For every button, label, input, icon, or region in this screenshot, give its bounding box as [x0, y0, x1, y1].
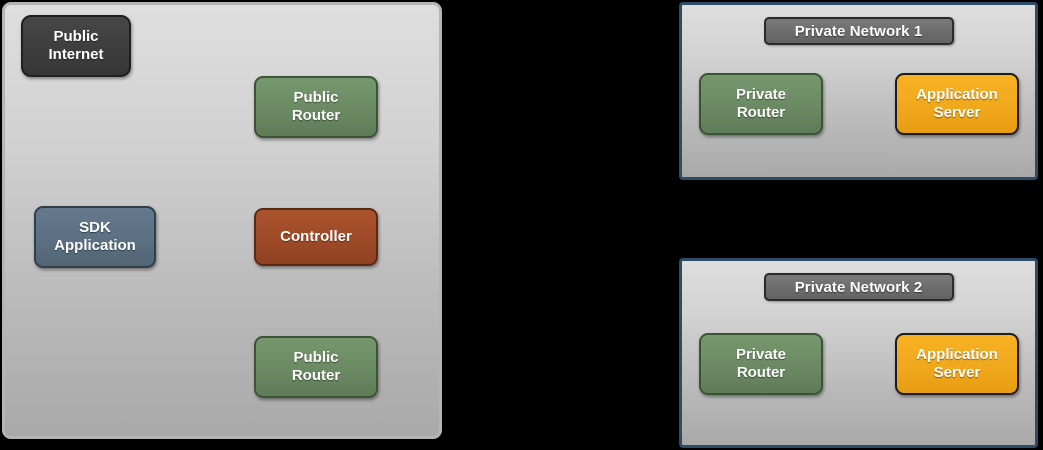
node-private-router-1[interactable]: Private Router — [699, 73, 823, 135]
node-sdk-application-label: SDK Application — [54, 218, 136, 254]
node-public-internet[interactable]: Public Internet — [21, 15, 131, 77]
node-application-server-2-label: Application Server — [916, 345, 998, 381]
node-application-server-2[interactable]: Application Server — [895, 333, 1019, 395]
node-private-router-1-label: Private Router — [735, 85, 787, 121]
node-private-router-2[interactable]: Private Router — [699, 333, 823, 395]
node-application-server-1-label: Application Server — [916, 85, 998, 121]
node-public-router-bottom[interactable]: Public Router — [254, 336, 378, 398]
node-public-router-top[interactable]: Public Router — [254, 76, 378, 138]
node-controller[interactable]: Controller — [254, 208, 378, 266]
private-network-2-title: Private Network 2 — [763, 273, 954, 301]
node-public-router-bottom-label: Public Router — [291, 348, 341, 384]
node-sdk-application[interactable]: SDK Application — [34, 206, 156, 268]
private-network-1-title: Private Network 1 — [763, 17, 954, 45]
public-network-panel: Public Internet Public Router SDK Applic… — [2, 2, 442, 439]
node-private-router-2-label: Private Router — [735, 345, 787, 381]
node-public-router-top-label: Public Router — [291, 88, 341, 124]
node-application-server-1[interactable]: Application Server — [895, 73, 1019, 135]
private-network-2-panel: Private Network 2 Private Router Applica… — [679, 258, 1038, 448]
node-public-internet-label: Public Internet — [48, 27, 104, 63]
node-controller-label: Controller — [280, 227, 352, 245]
private-network-1-panel: Private Network 1 Private Router Applica… — [679, 2, 1038, 180]
